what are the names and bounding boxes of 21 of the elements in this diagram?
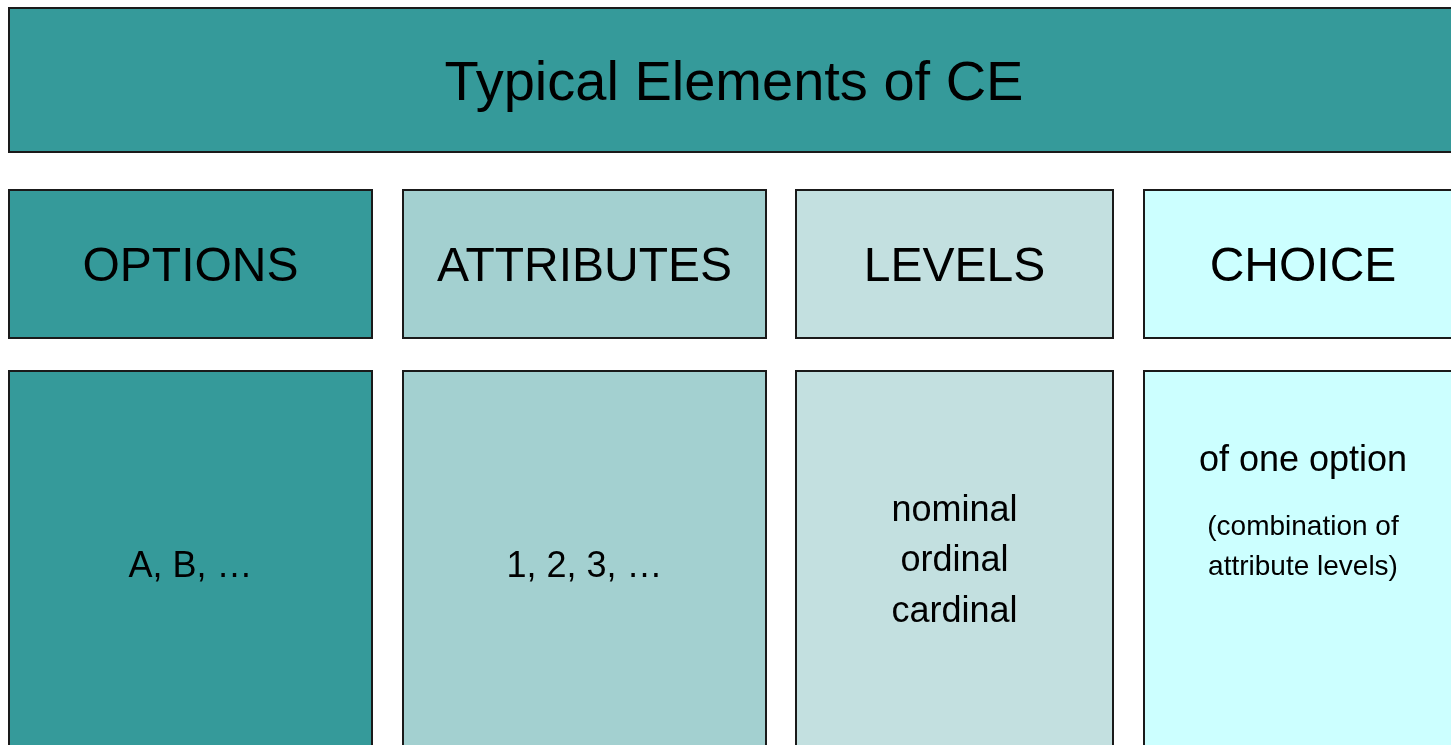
title: Typical Elements of CE: [444, 47, 1024, 113]
content-box: [1143, 370, 1451, 745]
cell-text: 1, 2, 3, …: [506, 543, 663, 587]
title-box: [8, 7, 1451, 153]
content-box: [8, 370, 373, 745]
cell-text: ordinal: [900, 537, 1009, 582]
cell-text: cardinal: [891, 587, 1018, 632]
header-box: [1143, 189, 1451, 339]
content-box: [402, 370, 767, 745]
cell-text: A, B, …: [128, 543, 253, 587]
note-text: (combination of attribute levels): [1206, 509, 1400, 583]
header-box: [795, 189, 1114, 339]
column-heading: OPTIONS: [82, 236, 299, 292]
content-box: [795, 370, 1114, 745]
header-box: [402, 189, 767, 339]
cell-text: of one option: [1197, 437, 1409, 481]
column-heading: CHOICE: [1209, 236, 1397, 292]
column-heading: ATTRIBUTES: [436, 236, 733, 292]
header-box: [8, 189, 373, 339]
cell-text: nominal: [891, 487, 1018, 531]
column-heading: LEVELS: [863, 236, 1046, 292]
